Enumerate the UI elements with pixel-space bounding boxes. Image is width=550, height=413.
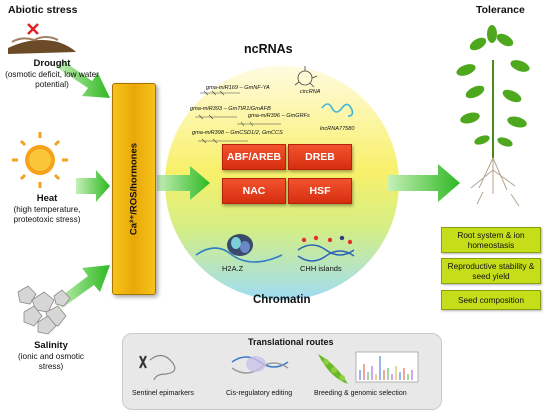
chromatin-item: H2A.Z bbox=[222, 264, 244, 273]
ncrna-item: gma-miR398 – GmCSD1/2, GmCCS bbox=[192, 130, 283, 136]
heat-desc: (high temperature, proteotoxic stress) bbox=[13, 205, 81, 224]
salinity-desc: (ionic and osmotic stress) bbox=[18, 352, 84, 371]
translational-routes-title: Translational routes bbox=[248, 337, 334, 347]
drought-label: Drought (osmotic deficit, low water pote… bbox=[2, 58, 102, 90]
tolerance-outcome: Root system & ion homeostasis bbox=[441, 227, 541, 253]
lncrna-icon bbox=[321, 103, 354, 117]
heat-name: Heat bbox=[36, 193, 58, 204]
mirna-hairpin-icon bbox=[200, 90, 240, 96]
arrow-drought-to-hub bbox=[56, 60, 110, 98]
ncrnas-title: ncRNAs bbox=[244, 42, 293, 56]
tolerance-title: Tolerance bbox=[476, 4, 525, 16]
salt-crystals-icon bbox=[17, 285, 71, 335]
dry-soil-icon bbox=[8, 23, 76, 54]
nucleosome-icon bbox=[195, 234, 283, 263]
dna-editing-icon bbox=[231, 356, 289, 374]
tolerance-outcome: Reproductive stability & seed yield bbox=[441, 258, 541, 284]
soybean-plant-icon bbox=[456, 25, 530, 207]
ncrna-item: circRNA bbox=[300, 89, 321, 95]
sun-icon bbox=[12, 132, 68, 188]
abiotic-stress-title: Abiotic stress bbox=[8, 4, 78, 16]
drought-desc: (osmotic deficit, low water potential) bbox=[5, 70, 99, 89]
mirna-hairpin-icon bbox=[198, 138, 248, 144]
hub-label: Ca²⁺/ROS/hormones bbox=[128, 142, 140, 236]
ncrna-item: lncRNA77580 bbox=[320, 126, 355, 132]
salinity-label: Salinity (ionic and osmotic stress) bbox=[6, 340, 96, 372]
manhattan-plot-icon bbox=[355, 351, 419, 383]
chromatin-title: Chromatin bbox=[253, 294, 311, 306]
mirna-hairpin-icon bbox=[237, 121, 281, 127]
mirna-hairpin-icon bbox=[195, 114, 237, 120]
translational-item: Sentinel epimarkers bbox=[132, 390, 194, 397]
ncrna-item: gma-miR169 – GmNF-YA bbox=[206, 85, 270, 91]
arrow-tfs-to-tolerance bbox=[388, 164, 460, 202]
arrow-heat-to-hub bbox=[76, 170, 110, 202]
tolerance-outcome: Seed composition bbox=[441, 290, 541, 310]
chromatin-item: CHH islands bbox=[300, 264, 342, 273]
tf-box: ABF/AREB bbox=[222, 144, 286, 170]
chromosome-icon bbox=[139, 354, 176, 381]
tf-box: HSF bbox=[288, 178, 352, 204]
tf-box: DREB bbox=[288, 144, 352, 170]
arrow-hub-to-tfs bbox=[157, 166, 210, 200]
chh-islands-icon bbox=[297, 235, 355, 262]
heat-label: Heat (high temperature, proteotoxic stre… bbox=[2, 193, 92, 225]
signaling-hub: Ca²⁺/ROS/hormones bbox=[112, 83, 156, 295]
translational-item: Cis-regulatory editing bbox=[226, 390, 293, 397]
soybean-pod-icon bbox=[318, 354, 348, 384]
ncrna-item: gma-miR396 – GmGRFs bbox=[248, 113, 310, 119]
tf-box: NAC bbox=[222, 178, 286, 204]
ncrna-item: gma-miR393 – GmTIR1/GmAFB bbox=[190, 106, 271, 112]
translational-item: Breeding & genomic selection bbox=[314, 390, 407, 397]
circrna-icon bbox=[294, 66, 318, 88]
salinity-name: Salinity bbox=[34, 340, 68, 351]
drought-name: Drought bbox=[33, 58, 71, 69]
